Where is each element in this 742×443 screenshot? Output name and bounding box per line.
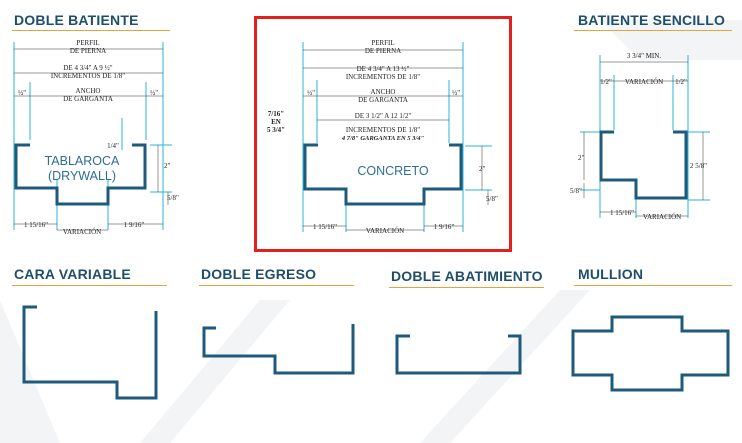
svg-text:1/4": 1/4" [107,142,119,150]
svg-text:1 15/16": 1 15/16" [24,221,48,229]
svg-text:5/8": 5/8" [486,195,498,203]
svg-text:INCREMENTOS DE 1/8": INCREMENTOS DE 1/8" [346,126,420,134]
svg-text:VARIACIÓN: VARIACIÓN [366,227,404,235]
svg-text:½": ½" [18,89,26,97]
svg-text:ANCHO: ANCHO [371,88,396,96]
svg-text:1/2": 1/2" [600,78,612,86]
svg-text:INCREMENTOS DE 1/8": INCREMENTOS DE 1/8" [51,72,125,80]
doble-abatimiento-title: DOBLE ABATIMIENTO [391,268,543,284]
doble-batiente-underline [12,30,170,31]
mullion-underline [574,285,732,286]
svg-text:VARIACIÓN: VARIACIÓN [643,213,681,221]
svg-text:1 9/16": 1 9/16" [434,223,455,231]
svg-text:2": 2" [578,154,585,162]
cara-variable-underline [12,285,167,286]
svg-text:5/8": 5/8" [167,194,179,202]
svg-text:5/8": 5/8" [570,187,582,195]
svg-text:½": ½" [452,89,460,97]
svg-text:½": ½" [307,89,315,97]
doble-batiente-title: DOBLE BATIENTE [14,12,139,28]
svg-text:2": 2" [164,162,171,170]
cara-variable-profile [22,305,158,400]
doble-egreso-title: DOBLE EGRESO [201,266,317,282]
svg-text:2": 2" [479,165,486,173]
doble-egreso-profile [202,324,355,375]
svg-text:DE PIERNA: DE PIERNA [70,47,106,55]
svg-text:CONCRETO: CONCRETO [357,164,429,178]
svg-text:TABLAROCA: TABLAROCA [45,154,120,168]
svg-text:1/2": 1/2" [675,78,687,86]
batiente-sencillo-title: BATIENTE SENCILLO [578,12,726,28]
svg-text:DE 4 3/4" A 13 ½": DE 4 3/4" A 13 ½" [357,65,410,73]
concreto-highlight-box [254,16,512,252]
mullion-profile [571,315,730,392]
svg-text:DE PIERNA: DE PIERNA [365,47,401,55]
svg-text:PERFIL: PERFIL [76,39,99,47]
svg-text:INCREMENTOS DE 1/8": INCREMENTOS DE 1/8" [346,73,420,81]
svg-text:DE 3 1/2" A 12 1/2": DE 3 1/2" A 12 1/2" [355,112,412,120]
svg-text:VARIACIÓN: VARIACIÓN [625,78,663,86]
svg-text:5 3/4": 5 3/4" [267,126,285,134]
svg-text:3 3/4" MIN.: 3 3/4" MIN. [627,52,661,60]
svg-text:DE GARGANTA: DE GARGANTA [358,96,408,104]
svg-text:EN: EN [271,118,281,126]
svg-text:(DRYWALL): (DRYWALL) [48,169,116,183]
svg-text:PERFIL: PERFIL [371,39,394,47]
svg-text:ANCHO: ANCHO [76,87,101,95]
doble-abatimiento-profile [395,334,522,375]
svg-text:1 15/16": 1 15/16" [313,223,337,231]
svg-text:2 5/8": 2 5/8" [690,162,707,170]
doble-abatimiento-underline [389,287,544,288]
svg-text:1 9/16": 1 9/16" [124,221,145,229]
mullion-title: MULLION [578,266,644,282]
svg-text:1 15/16": 1 15/16" [610,209,634,217]
svg-text:½": ½" [150,89,158,97]
doble-egreso-underline [199,285,354,286]
svg-text:DE 4 3/4" A 9 ½": DE 4 3/4" A 9 ½" [63,64,112,72]
svg-text:7/16": 7/16" [268,110,284,118]
svg-text:VARIACIÓN: VARIACIÓN [63,228,101,236]
batiente-sencillo-underline [574,30,732,31]
svg-text:4 7/8" GARGANTA EN 5 3/4": 4 7/8" GARGANTA EN 5 3/4" [341,135,425,142]
svg-text:DE GARGANTA: DE GARGANTA [63,95,113,103]
cara-variable-title: CARA VARIABLE [14,266,131,282]
